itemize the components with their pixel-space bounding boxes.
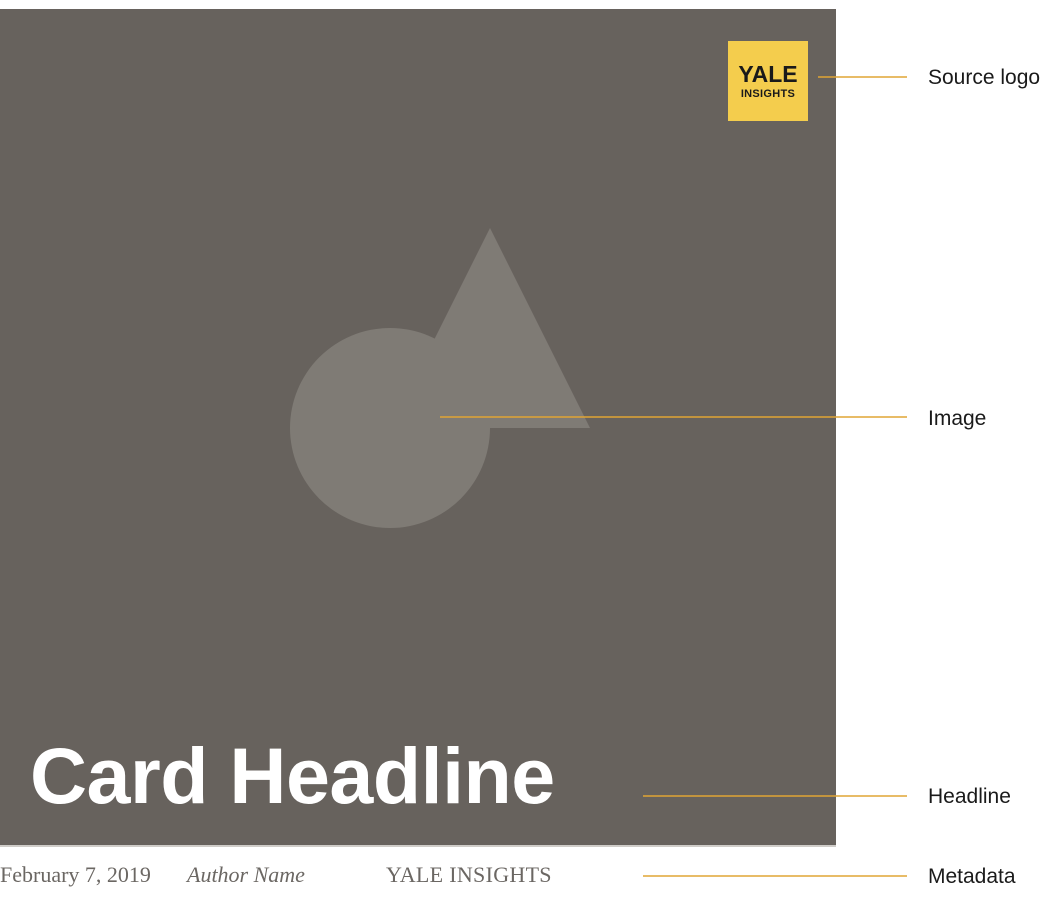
metadata-source[interactable]: YALE INSIGHTS xyxy=(386,862,552,887)
callout-label-headline: Headline xyxy=(928,785,1011,808)
source-logo: YALE INSIGHTS xyxy=(728,41,808,121)
metadata-author[interactable]: Author Name xyxy=(187,862,305,887)
callout-label-image: Image xyxy=(928,407,987,430)
news-card[interactable]: YALE INSIGHTS Card Headline xyxy=(0,9,836,845)
callout-label-source-logo: Source logo xyxy=(928,66,1041,89)
source-logo-line2: INSIGHTS xyxy=(740,87,796,100)
source-logo-line1: YALE xyxy=(738,60,798,87)
metadata-date: February 7, 2019 xyxy=(0,862,151,887)
callout-label-metadata: Metadata xyxy=(928,865,1016,888)
card-bottom-divider xyxy=(0,845,836,847)
placeholder-triangle xyxy=(390,228,590,428)
image-placeholder-icon xyxy=(290,228,590,528)
card-headline[interactable]: Card Headline xyxy=(30,731,555,820)
